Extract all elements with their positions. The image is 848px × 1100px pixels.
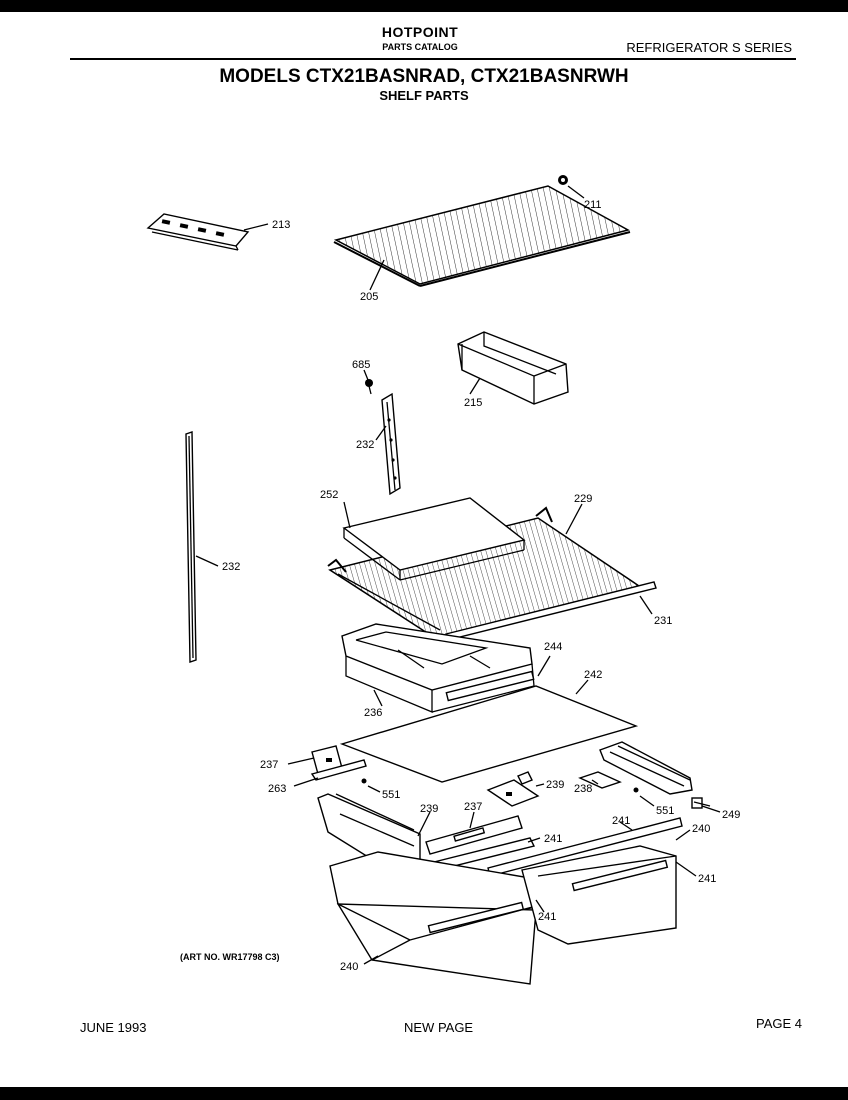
callout-551-left: 551 — [382, 789, 400, 801]
brand-name: HOTPOINT — [381, 24, 459, 40]
callout-244: 244 — [544, 641, 562, 653]
callout-236: 236 — [364, 707, 382, 719]
part-249-clip — [691, 797, 711, 809]
callout-215: 215 — [464, 397, 482, 409]
part-685-screw — [365, 379, 373, 395]
leader-lines — [195, 185, 721, 965]
callout-211: 211 — [584, 199, 602, 211]
callout-232-long: 232 — [222, 561, 240, 573]
footer-page: PAGE 4 — [755, 1016, 802, 1031]
callout-205: 205 — [360, 291, 378, 303]
top-border — [0, 0, 848, 12]
footer-date: JUNE 1993 — [80, 1020, 147, 1035]
callout-237-center: 237 — [464, 801, 482, 813]
callout-232-short: 232 — [356, 439, 374, 451]
part-232-long-rail — [185, 431, 197, 663]
catalog-label: PARTS CATALOG — [382, 42, 458, 52]
callout-263: 263 — [268, 783, 286, 795]
callout-237-left: 237 — [260, 759, 278, 771]
part-551-screw-left — [361, 778, 367, 784]
page-title: MODELS CTX21BASNRAD, CTX21BASNRWH — [219, 66, 629, 87]
part-252-insert — [342, 497, 526, 581]
callout-241-right: 241 — [612, 815, 630, 827]
page-subtitle: SHELF PARTS — [379, 88, 469, 103]
part-232-short-rail — [381, 392, 401, 496]
part-551-screw-right — [633, 787, 639, 793]
callout-231: 231 — [654, 615, 672, 627]
callout-240-right: 240 — [692, 823, 710, 835]
part-215-bin — [457, 331, 569, 405]
part-238-rail — [599, 741, 693, 795]
part-240-drawer-left — [329, 851, 548, 985]
callout-241-far-right: 241 — [698, 873, 716, 885]
part-239-center-bracket — [486, 771, 540, 807]
part-213-tray — [146, 213, 250, 251]
callout-249: 249 — [722, 809, 740, 821]
callout-241-lower: 241 — [538, 911, 556, 923]
footer-note: NEW PAGE — [404, 1020, 474, 1035]
part-242-glass — [339, 685, 639, 783]
callout-238: 238 — [574, 783, 592, 795]
callout-240-left: 240 — [340, 961, 358, 973]
part-238-clip — [578, 771, 622, 789]
callout-242: 242 — [584, 669, 602, 681]
callout-252: 252 — [320, 489, 338, 501]
series-label: REFRIGERATOR S SERIES — [626, 40, 792, 55]
art-number: (ART NO. WR17798 C3) — [180, 952, 280, 962]
part-263-support — [310, 759, 367, 781]
header-rule — [70, 58, 796, 60]
callout-229: 229 — [574, 493, 592, 505]
callout-241-center: 241 — [544, 833, 562, 845]
callout-213: 213 — [272, 219, 290, 231]
part-244-handle — [445, 670, 535, 702]
bottom-border — [0, 1087, 848, 1100]
callout-239-left: 239 — [420, 803, 438, 815]
part-240-drawer-right — [521, 845, 677, 945]
callout-685: 685 — [352, 359, 370, 371]
part-236-cover-frame — [341, 623, 535, 713]
part-205-wire-shelf — [333, 175, 631, 287]
callout-239-center: 239 — [546, 779, 564, 791]
part-237-divider — [425, 815, 523, 855]
callout-551-right: 551 — [656, 805, 674, 817]
